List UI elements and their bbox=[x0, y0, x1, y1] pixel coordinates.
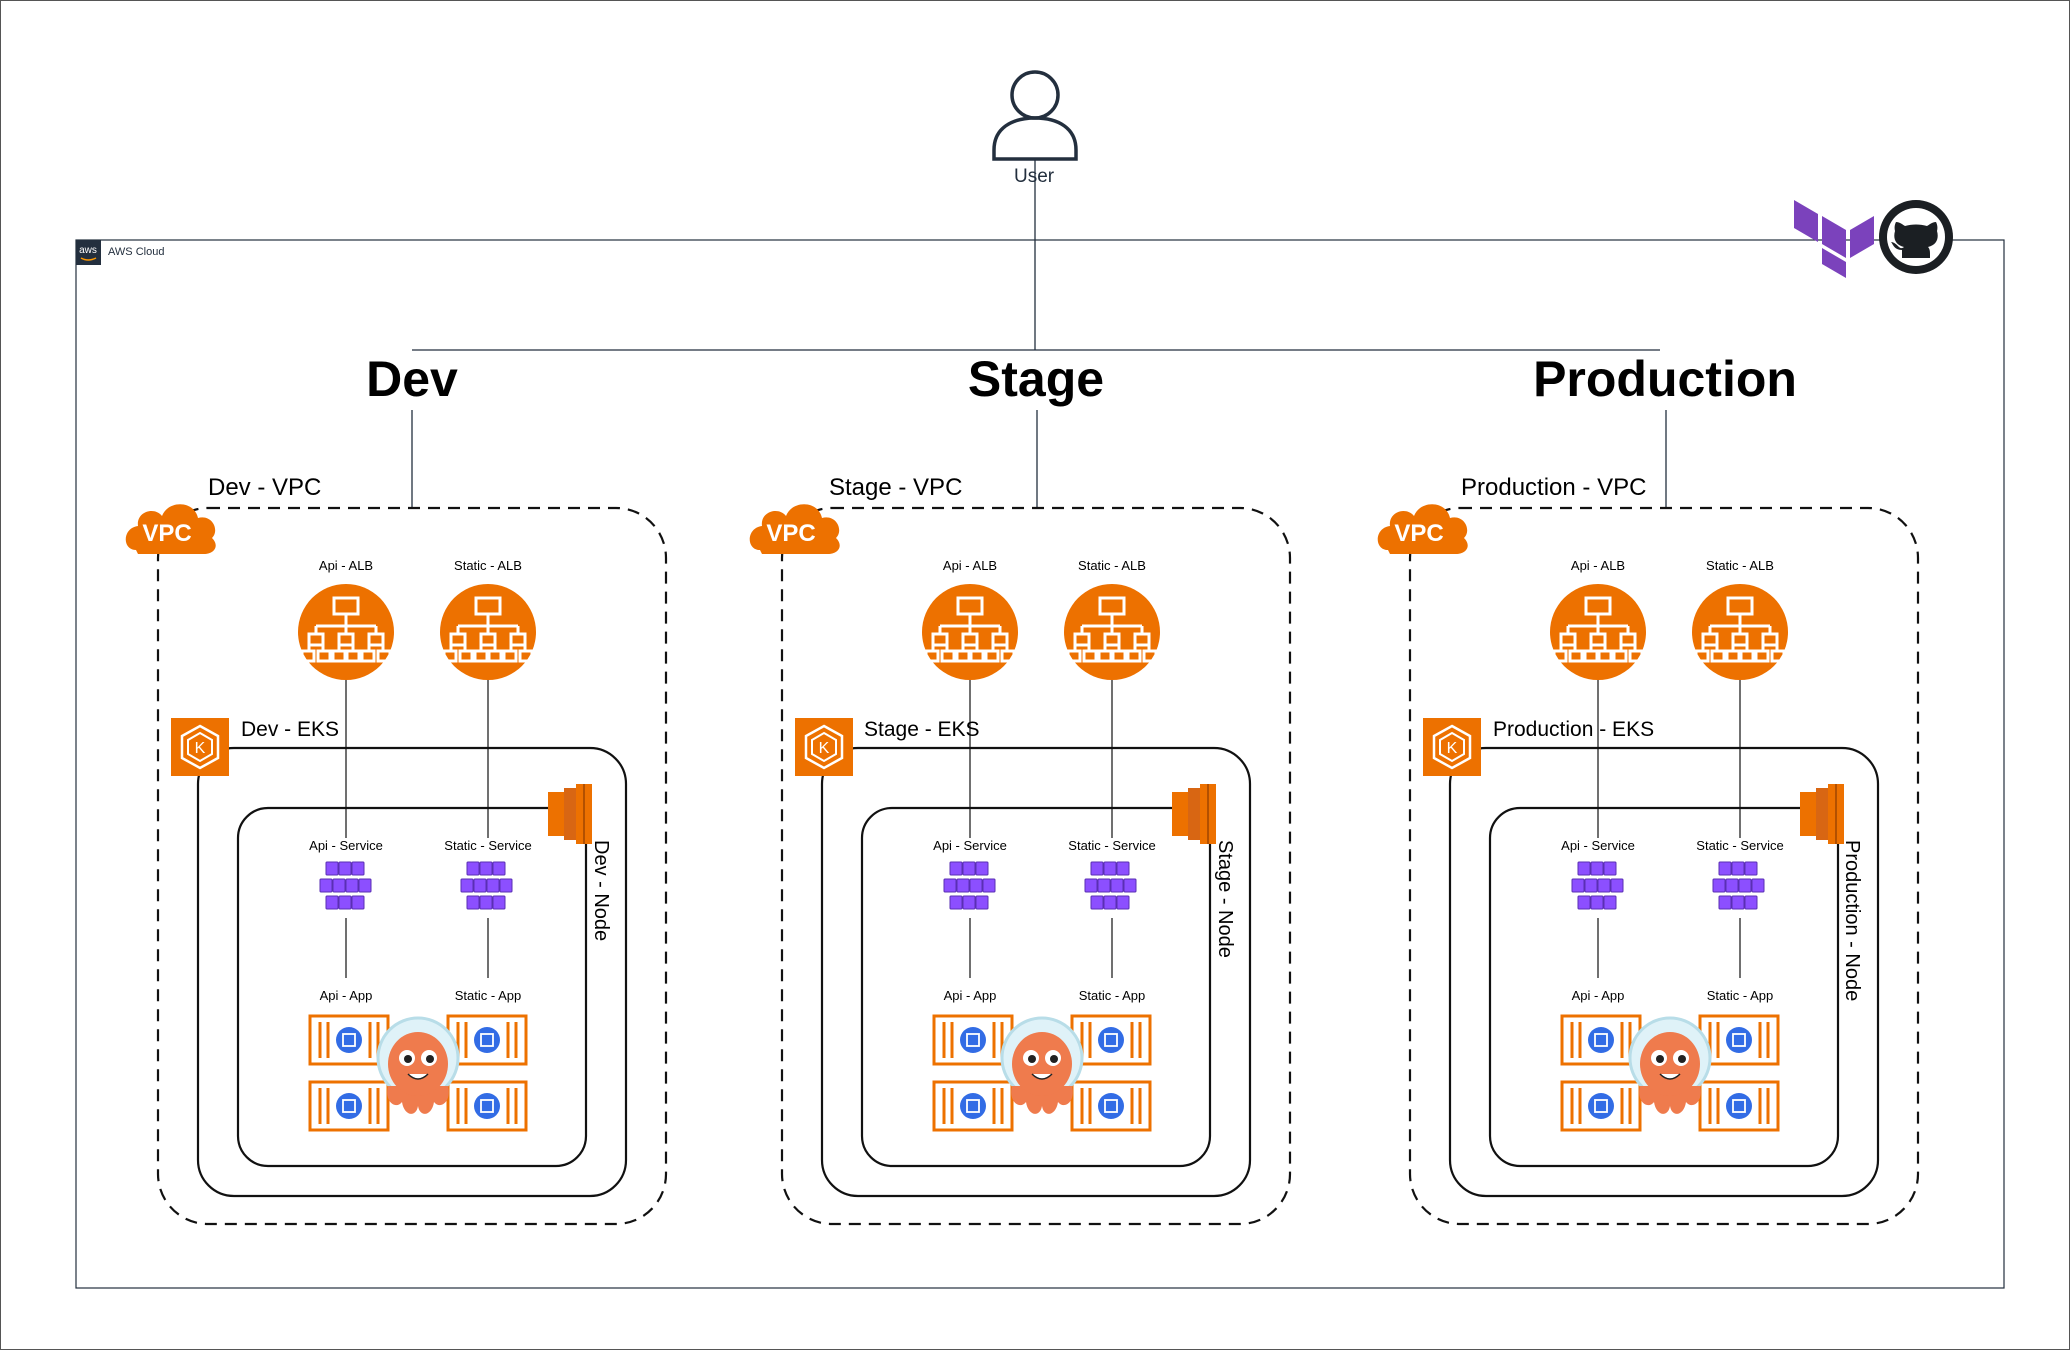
static-service-icon bbox=[1084, 861, 1137, 910]
static-alb-label: Static - ALB bbox=[1078, 558, 1146, 573]
static-alb-label: Static - ALB bbox=[1706, 558, 1774, 573]
ec2-node-icon bbox=[1799, 783, 1845, 845]
static-service-label: Static - Service bbox=[444, 838, 532, 853]
argo-cd-icon bbox=[1000, 1016, 1084, 1116]
node-label: Production - Node bbox=[1841, 840, 1863, 1002]
node-label: Dev - Node bbox=[590, 840, 612, 942]
api-service-icon bbox=[319, 861, 372, 910]
environment-stage: VPC bbox=[749, 504, 1292, 1226]
ec2-node-icon bbox=[1171, 783, 1217, 845]
argo-cd-icon bbox=[376, 1016, 460, 1116]
ec2-node-icon bbox=[547, 783, 593, 845]
api-service-label: Api - Service bbox=[309, 838, 383, 853]
static-service-label: Static - Service bbox=[1068, 838, 1156, 853]
eks-label: Stage - EKS bbox=[864, 718, 980, 741]
environment-title: Dev bbox=[366, 351, 458, 407]
environment-dev: VPC bbox=[125, 504, 668, 1226]
api-service-label: Api - Service bbox=[933, 838, 1007, 853]
static-service-label: Static - Service bbox=[1696, 838, 1784, 853]
api-alb-icon bbox=[296, 582, 396, 682]
static-service-icon bbox=[1712, 861, 1765, 910]
api-service-icon bbox=[943, 861, 996, 910]
user-label: User bbox=[1014, 166, 1055, 187]
api-alb-label: Api - ALB bbox=[942, 558, 998, 573]
static-alb-icon bbox=[1062, 582, 1162, 682]
user-icon bbox=[992, 70, 1078, 161]
eks-label: Production - EKS bbox=[1493, 718, 1655, 741]
environment-title: Production bbox=[1533, 351, 1797, 407]
api-app-label: Api - App bbox=[319, 988, 373, 1003]
eks-icon bbox=[793, 716, 855, 778]
vpc-boundary bbox=[1408, 506, 1920, 1226]
vpc-boundary bbox=[156, 506, 668, 1226]
eks-icon bbox=[169, 716, 231, 778]
static-alb-icon bbox=[1690, 582, 1790, 682]
api-alb-icon bbox=[1548, 582, 1648, 682]
vpc-boundary bbox=[780, 506, 1292, 1226]
api-app-label: Api - App bbox=[943, 988, 997, 1003]
environment-title: Stage bbox=[967, 351, 1105, 407]
eks-label: Dev - EKS bbox=[241, 718, 340, 741]
connector-lines bbox=[411, 160, 1667, 508]
static-app-label: Static - App bbox=[1706, 988, 1774, 1003]
api-app-label: Api - App bbox=[1571, 988, 1625, 1003]
svg-text:aws: aws bbox=[79, 245, 97, 256]
argo-cd-icon bbox=[1628, 1016, 1712, 1116]
aws-cloud-label: AWS Cloud bbox=[108, 246, 165, 258]
api-alb-icon bbox=[920, 582, 1020, 682]
node-label: Stage - Node bbox=[1214, 840, 1236, 958]
vpc-badge-text: VPC bbox=[766, 520, 815, 547]
github-logo bbox=[1879, 200, 1953, 274]
vpc-badge-text: VPC bbox=[142, 520, 191, 547]
static-alb-icon bbox=[438, 582, 538, 682]
vpc-label: Production - VPC bbox=[1461, 474, 1647, 501]
static-app-label: Static - App bbox=[454, 988, 522, 1003]
api-alb-label: Api - ALB bbox=[318, 558, 374, 573]
api-service-label: Api - Service bbox=[1561, 838, 1635, 853]
vpc-label: Stage - VPC bbox=[829, 474, 963, 501]
environment-production: VPC bbox=[1377, 504, 1920, 1226]
vpc-label: Dev - VPC bbox=[208, 474, 322, 501]
terraform-logo bbox=[1794, 200, 1874, 278]
aws-cloud-group bbox=[75, 239, 2005, 1289]
eks-icon bbox=[1421, 716, 1483, 778]
aws-logo: aws bbox=[76, 240, 101, 265]
static-alb-label: Static - ALB bbox=[454, 558, 522, 573]
static-service-icon bbox=[460, 861, 513, 910]
api-alb-label: Api - ALB bbox=[1570, 558, 1626, 573]
static-app-label: Static - App bbox=[1078, 988, 1146, 1003]
api-service-icon bbox=[1571, 861, 1624, 910]
vpc-badge-text: VPC bbox=[1394, 520, 1443, 547]
